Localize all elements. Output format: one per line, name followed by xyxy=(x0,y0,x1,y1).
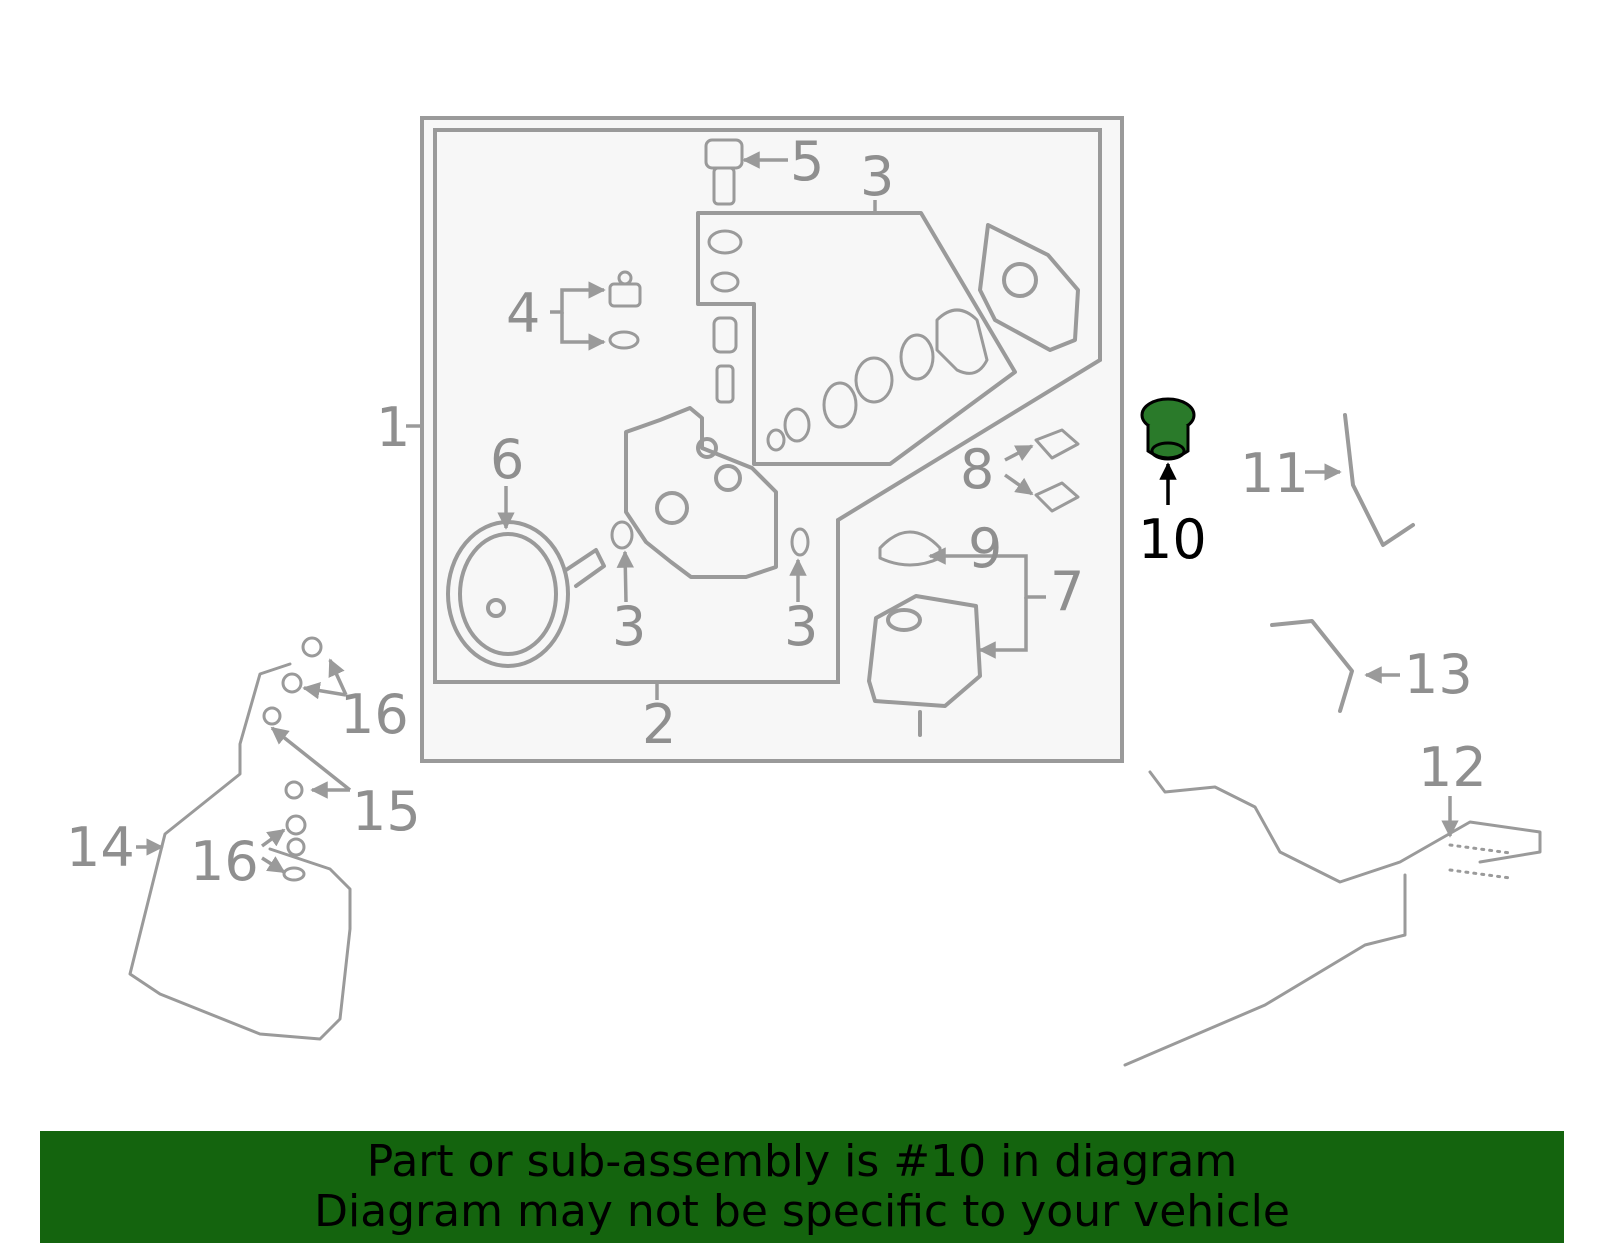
seal-kit-frame xyxy=(696,211,1017,466)
callout-15: 15 xyxy=(352,780,421,843)
callout-6: 6 xyxy=(490,428,524,491)
callout-16-top: 16 xyxy=(340,683,409,746)
callout-1: 1 xyxy=(376,396,410,459)
oring-3b xyxy=(610,520,634,550)
part-13-hose xyxy=(1270,619,1354,713)
callout-13: 13 xyxy=(1404,643,1473,706)
callout-9: 9 xyxy=(968,517,1002,580)
callout-3-top: 3 xyxy=(860,145,894,208)
callout-10: 10 xyxy=(1138,508,1207,571)
callout-4: 4 xyxy=(506,282,540,345)
callout-11: 11 xyxy=(1240,442,1309,505)
banner-line-2: Diagram may not be specific to your vehi… xyxy=(314,1186,1290,1237)
callout-12: 12 xyxy=(1418,736,1487,799)
callout-3-left: 3 xyxy=(612,595,646,658)
pump-rear-plate xyxy=(978,223,1080,352)
part-5-fitting xyxy=(704,138,744,206)
fittings-15-16 xyxy=(262,636,323,882)
callout-14: 14 xyxy=(66,816,135,879)
part-7-reservoir xyxy=(867,594,982,737)
callout-labels: 1 2 3 3 3 4 5 6 7 8 9 10 11 12 13 14 15 … xyxy=(66,130,1487,893)
part-4-valve xyxy=(608,270,642,350)
callout-7: 7 xyxy=(1050,560,1084,623)
seal-kit-orings xyxy=(707,229,989,452)
part-10-highlighted xyxy=(1140,397,1196,461)
oring-3c xyxy=(790,527,810,557)
part-11-hose xyxy=(1343,413,1415,547)
banner-line-1: Part or sub-assembly is #10 in diagram xyxy=(366,1136,1238,1187)
info-banner: Part or sub-assembly is #10 in diagram D… xyxy=(40,1131,1564,1243)
callout-2: 2 xyxy=(642,693,676,756)
part-14-pressure-line xyxy=(128,662,352,1041)
part-12-return-line xyxy=(1123,770,1542,1067)
callout-8: 8 xyxy=(960,438,994,501)
callout-16-bottom: 16 xyxy=(190,830,259,893)
part-8-clips xyxy=(1034,428,1080,513)
pump-body xyxy=(624,406,778,579)
callout-5: 5 xyxy=(790,130,824,193)
leader-lines xyxy=(136,151,1459,874)
callout-3-right: 3 xyxy=(784,595,818,658)
